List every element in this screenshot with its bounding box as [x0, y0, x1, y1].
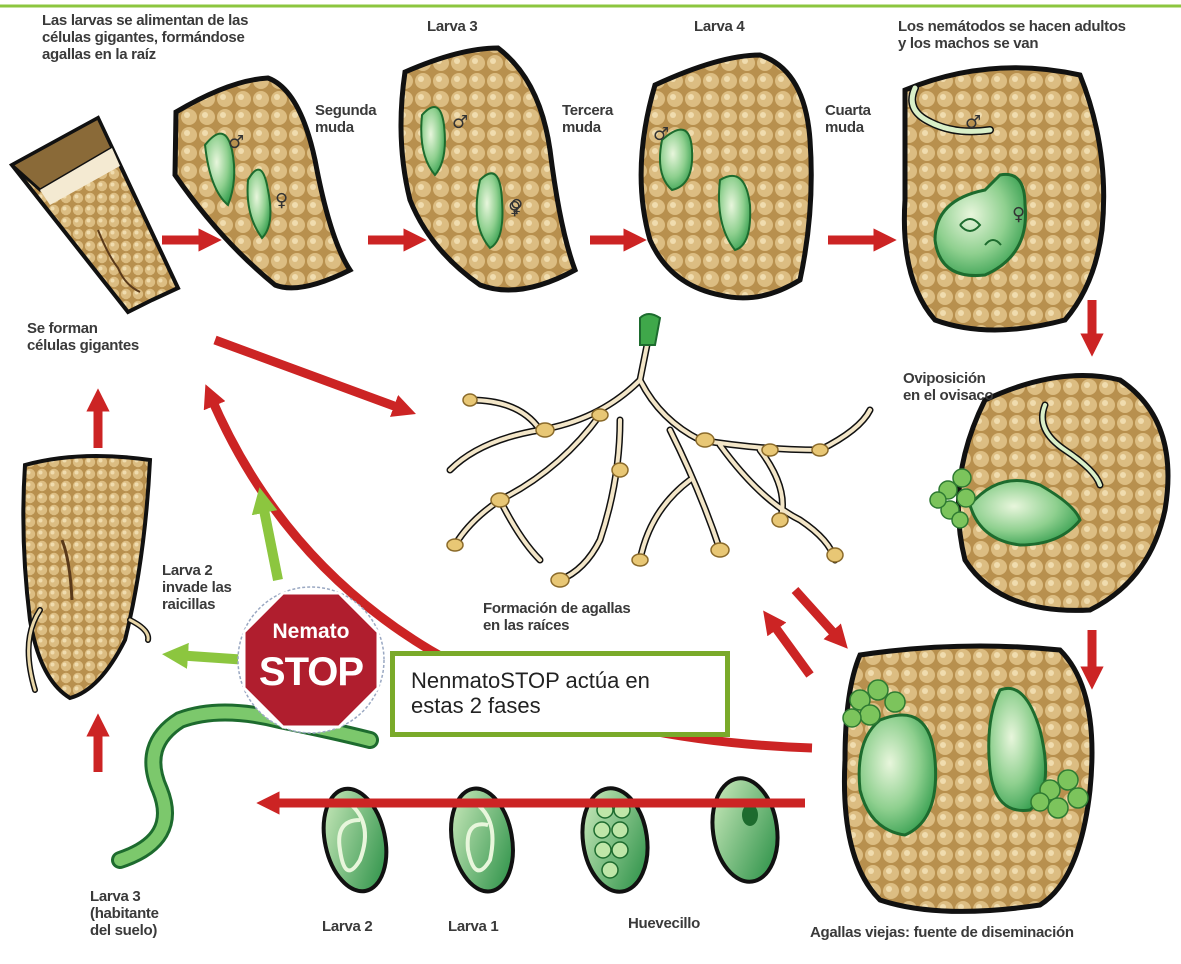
label-oviposition: Oviposición en el ovisaco	[903, 370, 993, 404]
gall-stage-2: ♂ ♀	[401, 48, 575, 290]
arrow-roots-to-oldgalls	[795, 590, 840, 640]
label-larva-3-soil: Larva 3 (habitante del suelo)	[90, 888, 159, 939]
female-symbol-icon: ♀	[1012, 204, 1025, 225]
arrow-giantcells-to-roots	[215, 340, 405, 410]
female-symbol-icon: ♀	[508, 198, 521, 219]
label-root-galls: Formación de agallas en las raíces	[483, 600, 630, 634]
male-symbol-icon: ♂	[452, 112, 468, 133]
label-second-molt: Segunda muda	[315, 102, 376, 136]
label-larva-2-invades: Larva 2 invade las raicillas	[162, 562, 232, 613]
female-symbol-icon: ♀	[275, 190, 288, 211]
male-symbol-icon: ♂	[228, 132, 244, 153]
label-fourth-molt: Cuarta muda	[825, 102, 871, 136]
label-larva-4-top: Larva 4	[694, 18, 744, 35]
label-larva-1-bottom: Larva 1	[448, 918, 498, 935]
callout-text: NenmatoSTOP actúa en estas 2 fases	[411, 668, 650, 718]
label-third-molt: Tercera muda	[562, 102, 613, 136]
label-larva-2-bottom: Larva 2	[322, 918, 372, 935]
old-galls	[843, 646, 1092, 911]
label-adults: Los nemátodos se hacen adultos y los mac…	[898, 18, 1126, 52]
green-arrow-to-invade	[175, 655, 248, 660]
label-larva-3-top: Larva 3	[427, 18, 477, 35]
callout-box: NenmatoSTOP actúa en estas 2 fases	[390, 651, 730, 737]
arrow-oldgalls-to-roots	[770, 620, 810, 675]
male-symbol-icon: ♂	[653, 124, 669, 145]
egg-single	[706, 774, 784, 886]
root-system-galls	[447, 314, 870, 587]
oviposition-gall	[930, 376, 1168, 611]
male-symbol-icon: ♂	[965, 112, 981, 133]
stop-sign-line-1: Nemato	[243, 620, 379, 644]
stop-sign-line-2: STOP	[243, 650, 379, 695]
root-tip-invaded	[23, 456, 150, 698]
root-tip-giant-cells	[12, 118, 178, 312]
label-feed-giant-cells: Las larvas se alimentan de las células g…	[42, 12, 248, 63]
adult-nematodes-gall: ♂ ♀	[904, 68, 1103, 330]
label-giant-cells: Se forman células gigantes	[27, 320, 139, 354]
label-egg: Huevecillo	[628, 915, 700, 932]
label-old-galls: Agallas viejas: fuente de diseminación	[810, 924, 1074, 941]
